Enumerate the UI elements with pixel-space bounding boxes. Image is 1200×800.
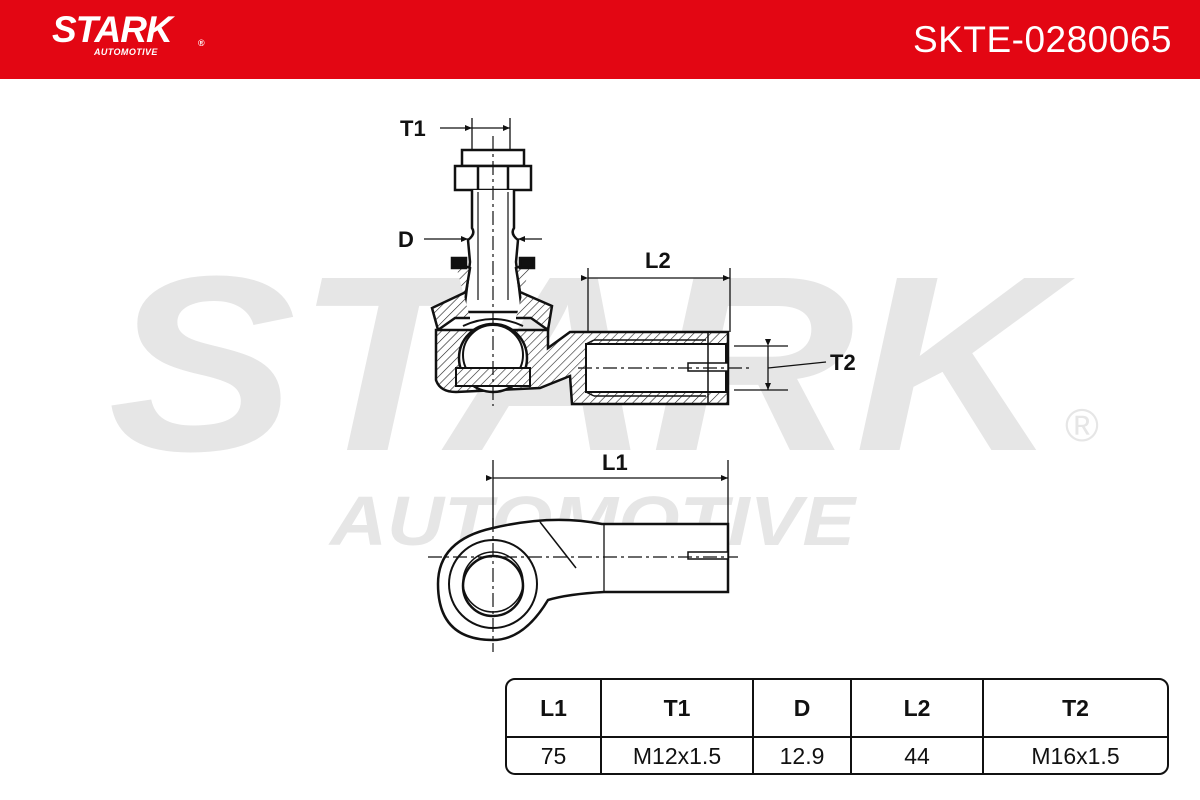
spec-header-l1: L1	[507, 680, 601, 738]
spec-table: L1 T1 D L2 T2 75 M12x1.5 12.9 44 M16x1.5	[505, 678, 1169, 775]
side-view	[430, 148, 730, 406]
watermark-registered-mark: ®	[1065, 399, 1099, 451]
spec-header-d: D	[752, 680, 851, 738]
spec-value-t2: M16x1.5	[982, 737, 1167, 773]
spec-value-l1: 75	[540, 743, 567, 769]
label-d: D	[398, 227, 414, 252]
label-l1: L1	[602, 450, 628, 475]
dim-t2	[734, 339, 827, 391]
spec-value-l2: 44	[850, 737, 983, 773]
spec-value-row: 75 M12x1.5 12.9 44 M16x1.5	[507, 737, 1167, 773]
brand-registered-mark: ®	[198, 38, 205, 48]
spec-value-t1: M12x1.5	[600, 737, 753, 773]
spec-header-l2: L2	[850, 680, 983, 738]
brand-logo: STARK ® AUTOMOTIVE	[52, 9, 205, 58]
brand-subtitle: AUTOMOTIVE	[94, 47, 158, 57]
dim-l2	[581, 268, 731, 332]
center-lines-side	[492, 136, 750, 406]
top-view	[436, 518, 730, 642]
center-lines-top	[428, 518, 738, 652]
dim-l1	[486, 460, 729, 528]
header-bar: STARK ® AUTOMOTIVE SKTE-0280065	[0, 0, 1200, 79]
label-t1: T1	[400, 116, 426, 141]
top-view-outline	[436, 518, 730, 642]
spec-header-t2: T2	[982, 680, 1167, 738]
spec-value-d: 12.9	[752, 737, 851, 773]
dust-boot	[430, 256, 554, 333]
brand-name: STARK	[52, 9, 173, 50]
spec-header-t1: T1	[600, 680, 753, 738]
spec-header-row: L1 T1 D L2 T2	[507, 680, 1167, 738]
dim-t1	[440, 118, 511, 150]
label-l2: L2	[645, 248, 671, 273]
part-number: SKTE-0280065	[912, 19, 1172, 60]
label-t2: T2	[830, 350, 856, 375]
